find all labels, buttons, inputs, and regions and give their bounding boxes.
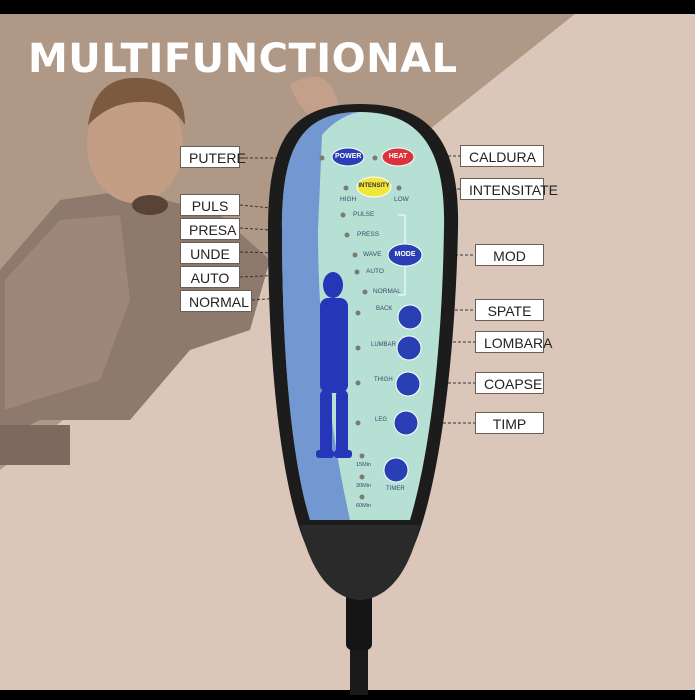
- callout-mode: MOD: [475, 244, 544, 266]
- t15-label: 15Min: [356, 462, 371, 468]
- leg-label: LEG: [375, 417, 388, 423]
- timer-button[interactable]: [383, 457, 409, 483]
- auto-label: AUTO: [366, 268, 384, 275]
- remote-control: [268, 104, 459, 695]
- back-label: BACK: [376, 306, 393, 312]
- wave-label: WAVE: [363, 251, 382, 258]
- heat-btn-label: HEAT: [388, 153, 408, 160]
- back-button[interactable]: [397, 304, 423, 330]
- callout-pulse: PULS: [180, 194, 240, 216]
- body-silhouette: [316, 272, 352, 458]
- thigh-label: THIGH: [374, 377, 393, 383]
- callout-press: PRESA: [180, 218, 240, 240]
- callout-wave: UNDE: [180, 242, 240, 264]
- callout-power: PUTERE: [180, 146, 246, 168]
- callout-intensity: INTENSITATE: [460, 178, 558, 200]
- callout-lumbar: LOMBARA: [475, 331, 552, 353]
- press-label: PRESS: [357, 231, 380, 238]
- low-label: LOW: [394, 196, 409, 203]
- callout-leg: TIMP: [475, 412, 544, 434]
- callout-thigh: COAPSE: [475, 372, 544, 394]
- lumbar-button[interactable]: [396, 335, 422, 361]
- power-btn-label: POWER: [335, 153, 362, 160]
- timer-label: TIMER: [386, 486, 405, 492]
- mode-button[interactable]: [387, 243, 423, 267]
- callout-normal: NORMAL: [180, 290, 252, 312]
- normal-label: NORMAL: [373, 288, 401, 295]
- pulse-label: PULSE: [353, 211, 375, 218]
- heat-button[interactable]: [381, 147, 415, 167]
- callout-back: SPATE: [475, 299, 544, 321]
- callout-heat: CALDURA: [460, 145, 544, 167]
- power-button[interactable]: [331, 147, 365, 167]
- lumbar-label: LUMBAR: [371, 342, 397, 348]
- thigh-button[interactable]: [395, 371, 421, 397]
- high-label: HIGH: [340, 196, 357, 203]
- mode-btn-label: MODE: [394, 251, 416, 258]
- intensity-button[interactable]: [356, 176, 392, 198]
- t30-label: 30Min: [356, 483, 371, 489]
- callout-auto: AUTO: [180, 266, 240, 288]
- intensity-btn-label: INTENSITY: [358, 183, 390, 189]
- t60-label: 60Min: [356, 503, 371, 509]
- headline: MULTIFUNCTIONAL: [28, 36, 458, 82]
- leg-button[interactable]: [393, 410, 419, 436]
